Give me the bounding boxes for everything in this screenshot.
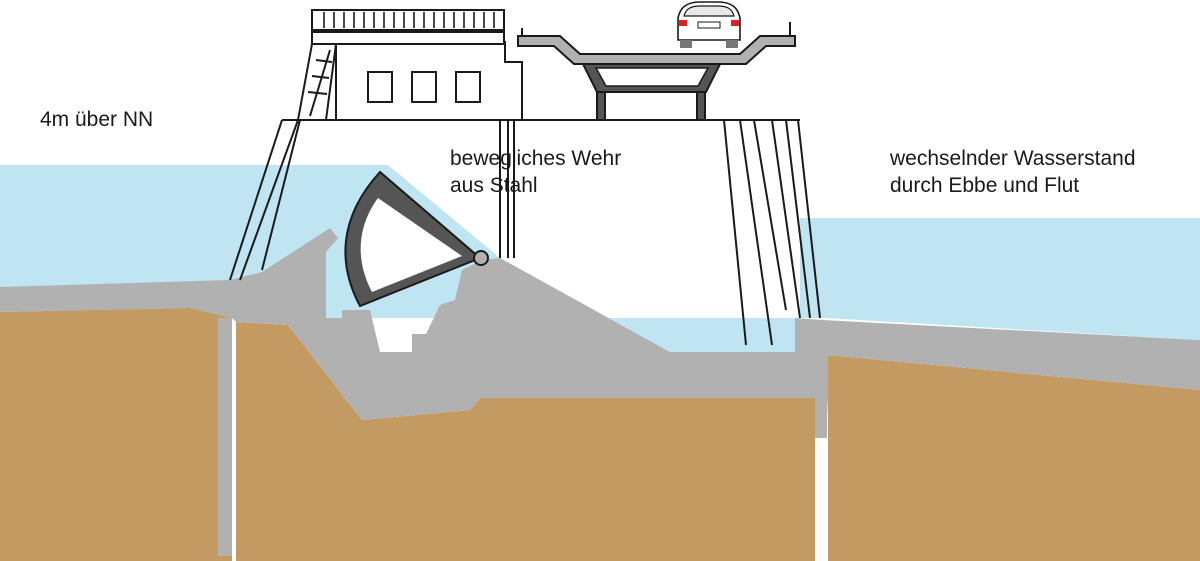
gate-inner-panel: [360, 198, 462, 292]
road-bridge: [517, 22, 796, 121]
concrete-main: [0, 228, 1200, 438]
soil-left: [0, 308, 232, 561]
steel-weir-gate: [344, 170, 489, 308]
building-roof-rail: [311, 9, 505, 31]
roof-rail-bars: [323, 12, 495, 28]
gate-pivot: [473, 250, 489, 266]
control-building: [296, 9, 523, 121]
label-water-level-line-2: durch Ebbe und Flut: [890, 174, 1080, 197]
platform-slab: [229, 119, 821, 346]
support-right-5: [785, 119, 811, 319]
support-right-1: [723, 119, 747, 346]
support-left-3: [261, 119, 301, 271]
window-1: [367, 71, 393, 103]
bridge-pillar-left: [596, 91, 606, 121]
soil: [0, 308, 1200, 561]
window-3: [455, 71, 481, 103]
soil-center: [236, 322, 815, 561]
label-water-level: wechselnder Wasserstand durch Ebbe und F…: [890, 145, 1136, 199]
support-right-2: [739, 119, 773, 346]
support-left-2: [239, 119, 299, 281]
bridge-pillar-right: [696, 91, 706, 121]
car-icon: [677, 1, 741, 48]
window-2: [411, 71, 437, 103]
building-cornice: [311, 31, 505, 45]
support-left-1: [229, 119, 283, 281]
support-right-4: [771, 119, 801, 319]
label-weir-line-2: aus Stahl: [450, 174, 538, 197]
label-water-level-line-1: wechselnder Wasserstand: [890, 147, 1136, 170]
concrete-foundation: [0, 228, 1200, 556]
sheet-pile-left: [218, 318, 232, 556]
support-right-6: [797, 119, 821, 319]
label-weir-line-1: bewegliches Wehr: [450, 147, 622, 170]
label-height-marker: 4m über NN: [40, 108, 154, 131]
staircase: [296, 43, 338, 121]
soil-right: [828, 355, 1200, 561]
label-weir: bewegliches Wehr aus Stahl: [450, 145, 621, 199]
support-right-3: [753, 119, 787, 311]
sheet-pile-right: [815, 398, 827, 438]
road-deck: [517, 35, 796, 65]
